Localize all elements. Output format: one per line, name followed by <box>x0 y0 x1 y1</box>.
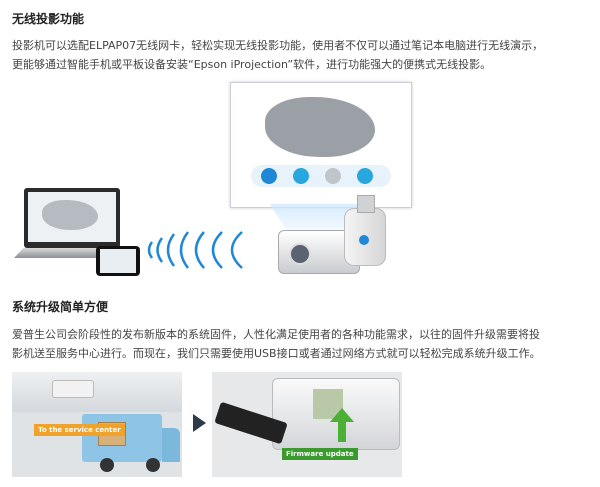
wireless-description-line1: 投影机可以选配ELPAP07无线网卡，轻松实现无线投影功能，使用者不仅可以通过笔… <box>12 39 544 52</box>
firmware-update-tag: Firmware update <box>282 448 358 460</box>
firmware-description-line2: 影机送至服务中心进行。而现在，我们只需要使用USB接口或者通过网络方式就可以轻松… <box>12 347 541 360</box>
ceiling-projector-icon <box>52 380 94 398</box>
lens-icon <box>289 243 311 265</box>
firmware-description-line1: 爱普生公司会阶段性的发布新版本的系统固件，人性化满足使用者的各种功能需求，以往的… <box>12 328 540 341</box>
chart-circle-icon <box>325 168 341 184</box>
play-arrow-icon <box>193 414 206 432</box>
laptop-icon <box>24 188 120 248</box>
wireless-signal-icon <box>147 231 243 269</box>
person-icon <box>293 168 309 184</box>
laptop-keyboard <box>14 248 132 258</box>
wireless-description-line2: 更能够通过智能手机或平板设备安装“Epson iProjection”软件，进行… <box>12 58 492 71</box>
chart-circle-icon <box>261 168 277 184</box>
section-title-wireless: 无线投影功能 <box>12 12 85 26</box>
world-map-graphic <box>265 97 375 157</box>
smartphone-icon <box>96 246 140 276</box>
firmware-description: 爱普生公司会阶段性的发布新版本的系统固件，人性化满足使用者的各种功能需求，以往的… <box>12 325 597 363</box>
world-map-graphic <box>42 200 98 230</box>
up-arrow-icon <box>330 408 354 442</box>
wireless-projection-illustration <box>8 80 412 280</box>
person-icon <box>357 168 373 184</box>
section-title-firmware: 系统升级简单方便 <box>12 300 109 314</box>
service-center-tag: To the service center <box>34 424 125 436</box>
truck-icon <box>82 414 162 462</box>
firmware-update-photo: Firmware update <box>212 372 402 477</box>
wireless-lan-dongle-icon <box>344 195 386 266</box>
wireless-description: 投影机可以选配ELPAP07无线网卡，轻松实现无线投影功能，使用者不仅可以通过笔… <box>12 36 597 74</box>
infographic-strip <box>251 165 391 187</box>
service-center-photo: To the service center <box>12 372 182 477</box>
projected-screen <box>230 82 412 208</box>
projector-body <box>272 378 400 450</box>
